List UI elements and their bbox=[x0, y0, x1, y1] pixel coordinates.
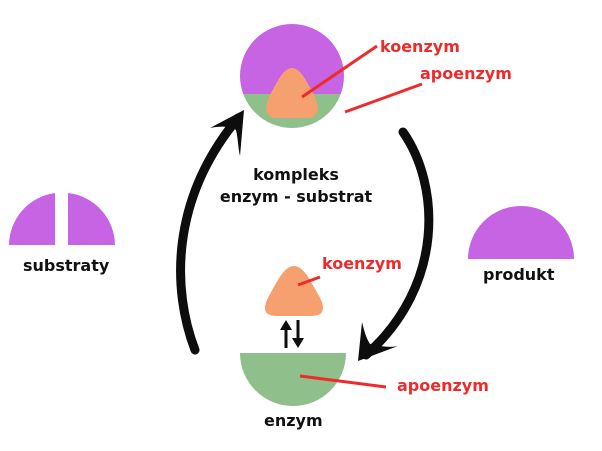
complex-circle bbox=[240, 24, 344, 128]
substrates-label: substraty bbox=[23, 256, 110, 275]
complex-apoenzyme-label: apoenzym bbox=[420, 64, 512, 83]
complex-label-line1: kompleks bbox=[253, 165, 339, 184]
enzyme-label: enzym bbox=[264, 411, 323, 430]
complex-coenzyme-label: koenzym bbox=[380, 37, 460, 56]
substrates-shape bbox=[9, 193, 115, 245]
free-coenzyme-callout-line bbox=[297, 275, 321, 287]
apoenzyme-label: apoenzym bbox=[397, 376, 489, 395]
free-coenzyme-label: koenzym bbox=[322, 254, 402, 273]
product-label: produkt bbox=[483, 265, 555, 284]
apoenzyme-shape bbox=[240, 353, 346, 406]
complex-coenzyme bbox=[266, 68, 318, 118]
complex-label-line2: enzym - substrat bbox=[219, 187, 373, 206]
complex-apoenzyme-callout-line bbox=[344, 82, 423, 114]
free-coenzyme bbox=[264, 266, 324, 316]
apoenzyme-callout-line bbox=[299, 374, 387, 389]
curved-arrow-down-icon bbox=[358, 127, 434, 361]
curved-arrow-up-icon bbox=[176, 110, 244, 355]
complex-label: kompleks enzym - substrat bbox=[206, 164, 386, 208]
complex-coenzyme-callout-line bbox=[301, 44, 378, 99]
product-shape bbox=[468, 206, 574, 259]
reversible-arrows-icon bbox=[280, 320, 304, 348]
substrate-right bbox=[68, 193, 115, 245]
substrate-left bbox=[9, 193, 55, 245]
